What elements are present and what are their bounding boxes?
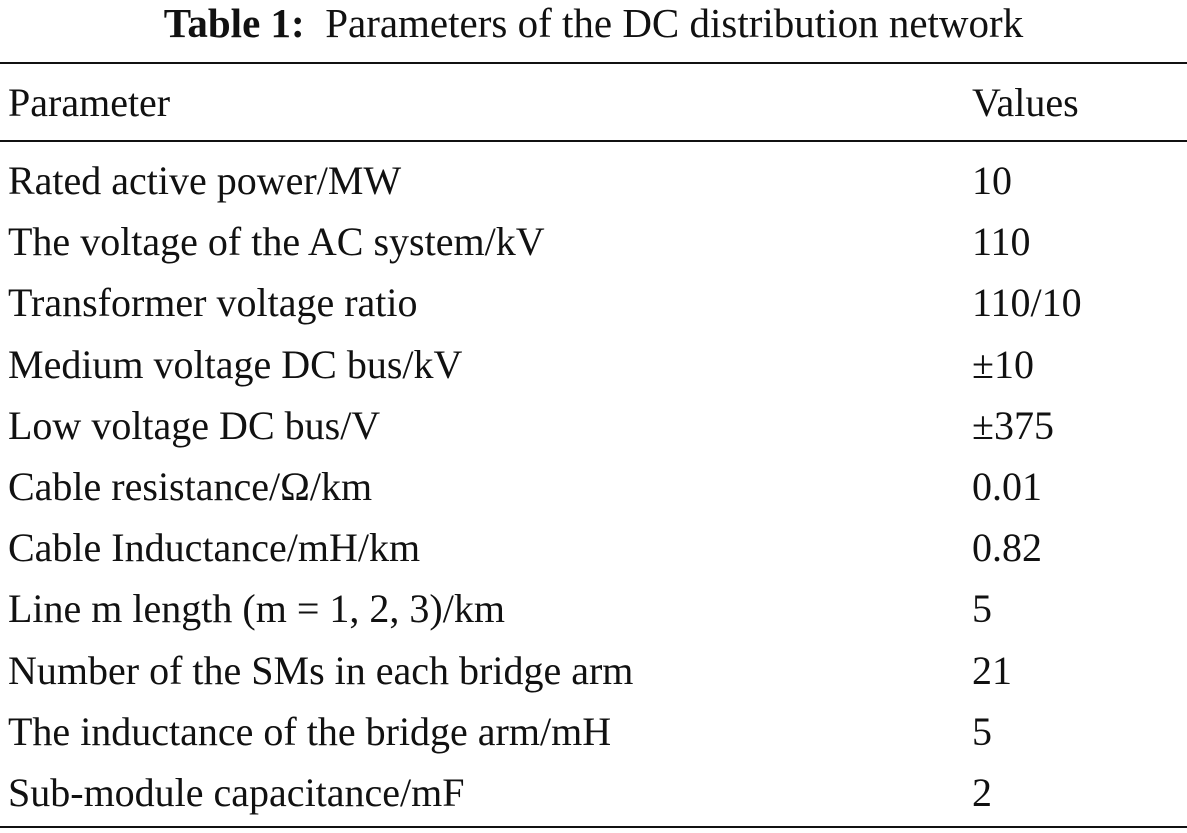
table-row: Low voltage DC bus/V ±375 — [0, 395, 1187, 456]
header-values: Values — [972, 80, 1079, 125]
value-cell: 0.82 — [972, 525, 1042, 571]
table-row: Cable resistance/Ω/km 0.01 — [0, 456, 1187, 517]
caption-title: Parameters of the DC distribution networ… — [325, 0, 1024, 46]
parameter-cell: Transformer voltage ratio — [8, 280, 418, 326]
table-row: The inductance of the bridge arm/mH 5 — [0, 701, 1187, 762]
value-cell: ±10 — [972, 341, 1034, 387]
parameter-cell: The voltage of the AC system/kV — [8, 219, 545, 265]
header-row: Parameter Values — [0, 72, 1187, 134]
table-row: Rated active power/MW 10 — [0, 134, 1187, 211]
value-cell: 10 — [972, 158, 1012, 204]
bottom-rule — [0, 826, 1187, 828]
table-row: Transformer voltage ratio 110/10 — [0, 272, 1187, 333]
parameter-cell: Number of the SMs in each bridge arm — [8, 647, 634, 693]
parameter-cell: Cable resistance/Ω/km — [8, 464, 373, 510]
parameter-cell: Line m length (m = 1, 2, 3)/km — [8, 586, 505, 632]
table-row: Number of the SMs in each bridge arm 21 — [0, 640, 1187, 701]
parameter-cell: Rated active power/MW — [8, 158, 402, 204]
table-row: Sub-module capacitance/mF 2 — [0, 762, 1187, 823]
value-cell: ±375 — [972, 402, 1054, 448]
value-cell: 5 — [972, 586, 992, 632]
table-row: Line m length (m = 1, 2, 3)/km 5 — [0, 578, 1187, 639]
header-rule — [0, 140, 1187, 142]
parameter-cell: Sub-module capacitance/mF — [8, 769, 465, 815]
header-parameter: Parameter — [8, 80, 171, 125]
table-row: The voltage of the AC system/kV 110 — [0, 211, 1187, 272]
value-cell: 110 — [972, 219, 1031, 265]
value-cell: 5 — [972, 708, 992, 754]
value-cell: 110/10 — [972, 280, 1082, 326]
value-cell: 0.01 — [972, 464, 1042, 510]
caption-label: Table 1: — [163, 0, 305, 46]
top-rule — [0, 62, 1187, 64]
parameters-table: Parameter Values Rated active power/MW 1… — [0, 72, 1187, 823]
table-row: Medium voltage DC bus/kV ±10 — [0, 334, 1187, 395]
table-row: Cable Inductance/mH/km 0.82 — [0, 517, 1187, 578]
parameter-cell: Low voltage DC bus/V — [8, 402, 381, 448]
value-cell: 2 — [972, 769, 992, 815]
parameter-cell: Medium voltage DC bus/kV — [8, 341, 463, 387]
parameter-cell: Cable Inductance/mH/km — [8, 525, 421, 571]
table-caption: Table 1: Parameters of the DC distributi… — [0, 0, 1187, 52]
parameter-cell: The inductance of the bridge arm/mH — [8, 708, 612, 754]
value-cell: 21 — [972, 647, 1012, 693]
